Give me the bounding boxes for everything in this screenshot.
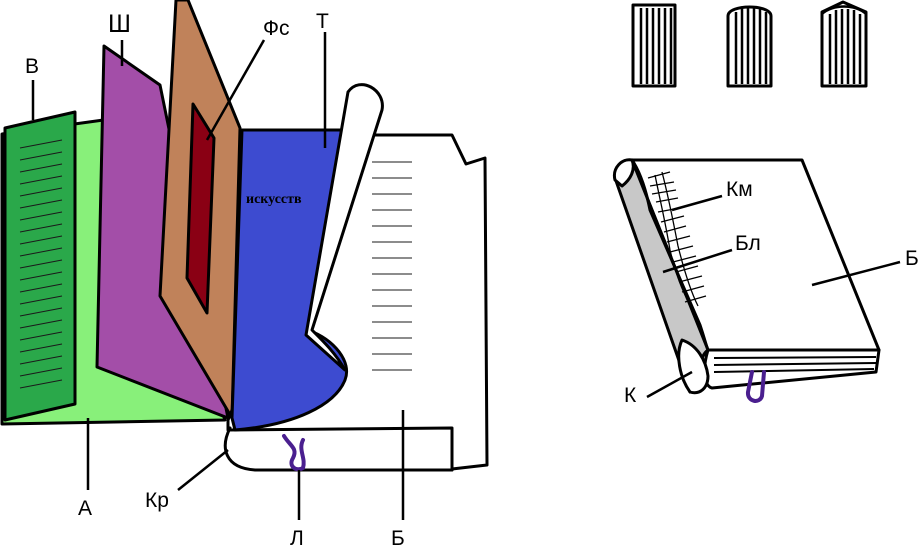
label-fs: Фс [263, 17, 289, 40]
page-text-lines [372, 161, 412, 371]
stitched-gauze [647, 171, 707, 307]
spine-top-cap [612, 158, 635, 188]
blue-cover [230, 128, 348, 432]
spine-rounded-icon [726, 5, 773, 88]
spine-arched-icon [820, 0, 868, 88]
label-l: Л [290, 527, 304, 550]
label-km: Км [726, 178, 753, 201]
label-sh: Ш [108, 10, 131, 38]
dark-red-window [185, 102, 216, 315]
label-b-left: Б [391, 527, 405, 550]
flyleaf-sheet [3, 110, 77, 422]
cover-title-text: искусств [246, 192, 302, 207]
label-a: А [78, 497, 92, 520]
label-v: В [25, 55, 39, 78]
spine-bottom [223, 426, 454, 472]
flyleaf-text-lines [19, 139, 63, 389]
label-b-right: Б [905, 247, 919, 270]
leader-lines-left [31, 32, 405, 520]
spine-flat-icon [631, 3, 677, 88]
spine-bottom-cap [677, 338, 710, 395]
label-k: К [624, 384, 637, 407]
right-bookmark-ribbon [746, 370, 766, 403]
label-kr: Кр [145, 489, 169, 512]
right-book-page-lines [713, 356, 877, 373]
curled-flyleaf [304, 83, 384, 372]
bookmark-ribbon [282, 434, 306, 472]
label-bl: Бл [735, 232, 761, 255]
leader-lines-right [646, 194, 901, 399]
label-t: Т [316, 10, 329, 33]
